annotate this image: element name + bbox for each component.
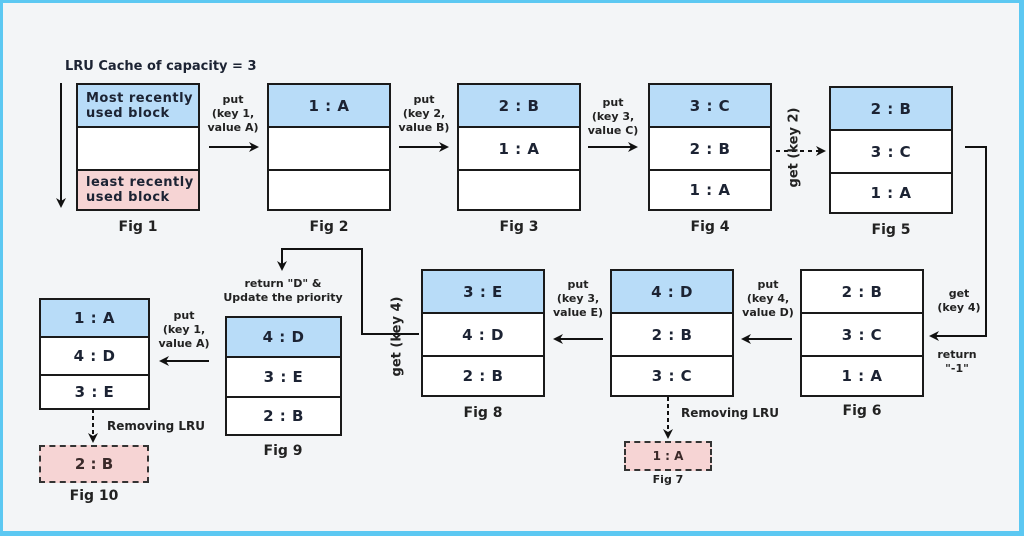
op-line: (key 1,: [211, 107, 255, 120]
cache-fig9: 4 : D 3 : E 2 : B: [225, 316, 342, 436]
op-put-key3-valueE: put (key 3, value E): [548, 278, 608, 320]
fig3-caption: Fig 3: [499, 219, 539, 235]
op-line: put: [222, 93, 244, 106]
cache-slot: 4 : D: [423, 312, 543, 355]
cache-slot: 2 : B: [423, 355, 543, 395]
fig4-caption: Fig 4: [690, 219, 730, 235]
op-line: return "D" &: [244, 277, 322, 290]
cache-fig1: Most recently used block least recently …: [76, 83, 200, 211]
op-put-key1: put (key 1, value A): [203, 93, 263, 135]
op-line: (key 4,: [746, 292, 790, 305]
middle-slot: [78, 126, 198, 169]
cache-fig6: 2 : B 3 : C 1 : A: [800, 269, 924, 397]
cache-slot: [269, 169, 389, 209]
cache-slot: 3 : E: [227, 356, 340, 396]
op-line: value A): [158, 337, 210, 350]
op-line: (key 3,: [556, 292, 600, 305]
cache-slot: 2 : B: [841, 282, 883, 301]
fig9-caption: Fig 9: [263, 443, 303, 459]
cache-fig3: 2 : B 1 : A: [457, 83, 581, 211]
cache-slot: [269, 126, 389, 169]
op-line: return: [937, 348, 977, 361]
op-line: put: [757, 278, 779, 291]
fig8-caption: Fig 8: [463, 405, 503, 421]
op-get-key2: get (key 2): [786, 107, 802, 188]
op-line: (key 2,: [402, 107, 446, 120]
op-line: value A): [207, 121, 259, 134]
arrow-fig5-to-fig6: [929, 146, 987, 341]
fig7-caption: Fig 7: [652, 473, 684, 486]
fig5-caption: Fig 5: [871, 222, 911, 238]
lru-slot: least recently used block: [78, 169, 198, 209]
op-line: put: [567, 278, 589, 291]
fig6-caption: Fig 6: [842, 403, 882, 419]
connectors-layer: [56, 83, 987, 443]
removing-lru-label-fig10: Removing LRU: [107, 419, 206, 433]
cache-fig5: 2 : B 3 : C 1 : A: [829, 86, 953, 214]
cache-slot: 4 : D: [612, 271, 732, 312]
op-line: value D): [742, 306, 794, 319]
cache-slot: 3 : E: [423, 271, 543, 312]
cache-slot: 2 : B: [612, 312, 732, 355]
cache-slot: 2 : B: [650, 126, 770, 169]
evicted-entry-fig7: 1 : A: [624, 441, 712, 471]
cache-slot: 4 : D: [41, 336, 148, 374]
cache-slot: [459, 169, 579, 209]
fig2-caption: Fig 2: [309, 219, 349, 235]
op-line: put: [602, 96, 624, 109]
cache-slot: 3 : C: [650, 85, 770, 126]
cache-slot: 1 : A: [459, 126, 579, 169]
cache-slot: 4 : D: [227, 318, 340, 356]
op-return-hit: return "D" & Update the priority: [223, 277, 343, 305]
cache-slot: 2 : B: [459, 85, 579, 126]
op-line: value E): [552, 306, 604, 319]
cache-slot: 1 : A: [802, 355, 922, 395]
op-line: (key 3,: [591, 110, 635, 123]
op-line: put: [173, 309, 195, 322]
op-get-key4-miss: get (key 4): [929, 287, 989, 315]
cache-fig4: 3 : C 2 : B 1 : A: [648, 83, 772, 211]
op-line: get: [948, 287, 970, 300]
cache-slot: 3 : C: [612, 355, 732, 395]
cache-fig8: 3 : E 4 : D 2 : B: [421, 269, 545, 397]
fig1-caption: Fig 1: [118, 219, 158, 235]
cache-slot: 2 : B: [227, 396, 340, 434]
cache-slot: 1 : A: [831, 172, 951, 212]
removing-lru-label-fig7: Removing LRU: [681, 406, 780, 420]
op-line: Update the priority: [223, 291, 343, 304]
op-get-key4-hit: get (key 4): [389, 296, 405, 377]
op-put-key3: put (key 3, value C): [583, 96, 643, 138]
arrow-fig8-to-fig9: [277, 248, 419, 335]
op-line: (key 4): [937, 301, 981, 314]
op-line: "-1": [945, 362, 969, 375]
diagram-canvas: LRU Cache of capacity = 3 Most recently …: [3, 3, 1019, 531]
op-line: value B): [398, 121, 450, 134]
op-put-key2: put (key 2, value B): [394, 93, 454, 135]
cache-slot: 1 : A: [41, 300, 148, 336]
op-line: value C): [587, 124, 639, 137]
cache-slot: 3 : C: [831, 129, 951, 172]
cache-fig10: 1 : A 4 : D 3 : E: [39, 298, 150, 410]
cache-slot: 1 : A: [650, 169, 770, 209]
cache-slot: 3 : C: [802, 312, 922, 355]
cache-slot: 2 : B: [831, 88, 951, 129]
cache-slot: 1 : A: [269, 85, 389, 126]
cache-fig7: 4 : D 2 : B 3 : C: [610, 269, 734, 397]
op-return-miss: return "-1": [927, 348, 987, 376]
op-put-key1-again: put (key 1, value A): [154, 309, 214, 351]
cache-slot: 3 : E: [41, 374, 148, 408]
diagram-title: LRU Cache of capacity = 3: [65, 59, 257, 74]
fig10-caption: Fig 10: [69, 488, 119, 504]
cache-fig2: 1 : A: [267, 83, 391, 211]
op-put-key4: put (key 4, value D): [738, 278, 798, 320]
mru-slot: Most recently used block: [78, 85, 198, 126]
op-line: put: [413, 93, 435, 106]
evicted-entry-fig10: 2 : B: [39, 445, 149, 483]
op-line: (key 1,: [162, 323, 206, 336]
